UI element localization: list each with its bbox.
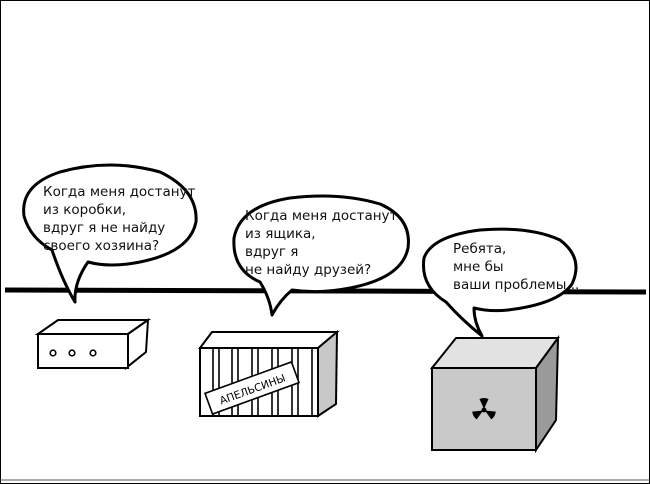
bubble-text-box: Когда меня достанут из коробки, вдруг я … xyxy=(43,183,195,255)
bubble-line: из ящика, xyxy=(245,226,316,242)
bubble-line: вдруг я xyxy=(245,244,299,260)
grey-safe xyxy=(429,334,560,454)
bubble-text-crate: Когда меня достанут из ящика, вдруг я не… xyxy=(245,207,397,279)
bubble-line: Когда меня достанут xyxy=(245,208,398,224)
radiation-icon xyxy=(472,398,496,420)
bubble-line: ваши проблемы... xyxy=(453,277,580,293)
bubble-line: из коробки, xyxy=(43,202,127,218)
bubble-text-safe: Ребята, мне бы ваши проблемы... xyxy=(453,240,579,294)
bubble-line: не найду друзей? xyxy=(245,262,372,278)
speech-bubble-safe xyxy=(421,227,578,338)
bubble-line: своего хозяина? xyxy=(43,238,160,254)
speech-bubble-box xyxy=(22,163,198,304)
orange-crate: АПЕЛЬСИНЫ xyxy=(198,329,340,418)
bubble-line: Ребята, xyxy=(453,241,507,257)
speech-bubble-crate xyxy=(232,194,410,317)
bubble-line: мне бы xyxy=(453,259,504,275)
crate-label-tag xyxy=(203,360,301,416)
bubble-line: Когда меня достанут xyxy=(43,184,196,200)
white-box xyxy=(34,317,152,371)
bubble-line: вдруг я не найду xyxy=(43,220,166,236)
